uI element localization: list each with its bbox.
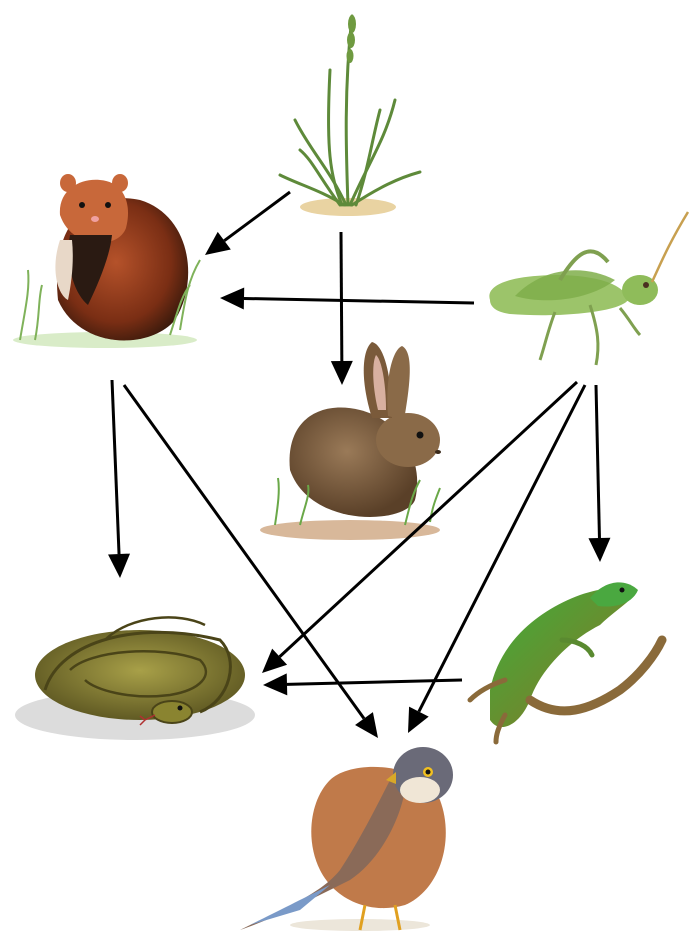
snake-icon bbox=[15, 617, 255, 740]
kestrel-icon bbox=[240, 747, 453, 931]
arrow-head bbox=[588, 538, 610, 562]
hamster-icon bbox=[13, 174, 200, 348]
arrow-shaft bbox=[244, 298, 474, 303]
arrow-grass-to-hamster bbox=[205, 192, 290, 255]
arrow-grasshopper-to-lizard bbox=[588, 385, 610, 562]
rabbit-icon bbox=[260, 342, 441, 540]
arrow-shaft bbox=[287, 680, 462, 684]
lizard-icon bbox=[470, 582, 662, 742]
arrow-grasshopper-to-hamster bbox=[220, 287, 474, 309]
arrow-grass-to-rabbit bbox=[331, 232, 353, 385]
arrow-shaft bbox=[341, 232, 342, 361]
arrow-head bbox=[205, 232, 231, 255]
arrow-head bbox=[355, 712, 378, 738]
arrow-hamster-to-snake bbox=[108, 380, 130, 578]
arrow-shaft bbox=[224, 192, 290, 241]
arrow-head bbox=[108, 554, 130, 578]
arrow-head bbox=[331, 361, 353, 385]
grass-plant-icon bbox=[280, 15, 420, 216]
arrow-head bbox=[220, 287, 244, 309]
arrow-shaft bbox=[112, 380, 119, 554]
arrow-shaft bbox=[596, 385, 599, 538]
grasshopper-icon bbox=[489, 212, 688, 365]
arrow-head bbox=[263, 673, 287, 695]
